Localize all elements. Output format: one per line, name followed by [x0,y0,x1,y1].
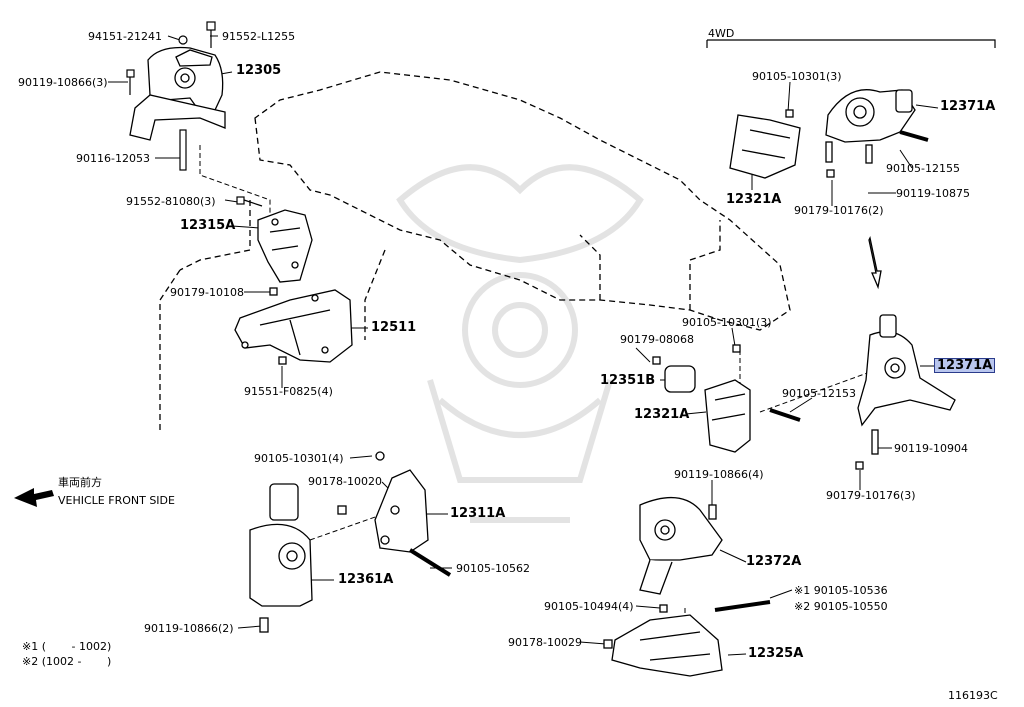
direction-label-en: VEHICLE FRONT SIDE [58,494,175,507]
label-90105-10301-3-top: 90105-10301(3) [752,70,842,83]
label-90105-12155: 90105-12155 [886,162,960,175]
label-12321A-top[interactable]: 12321A [726,192,782,207]
part-12511-bracket [234,289,353,365]
part-12351B-and-12321A [652,344,801,453]
label-12305[interactable]: 12305 [236,63,282,78]
label-12511[interactable]: 12511 [371,320,417,335]
label-90119-10866-3: 90119-10866(3) [18,76,108,89]
left-arrow-icon [14,488,54,507]
part-12315A-bracket [257,209,313,296]
label-12321A-mid[interactable]: 12321A [634,407,690,422]
part-12371A-lower-mount [855,314,956,470]
label-12371A-highlighted[interactable]: 12371A [934,358,996,373]
label-94151-21241: 94151-21241 [88,30,162,43]
part-12321A-top-bracket [729,109,801,179]
part-12371A-top-mount [825,89,929,178]
label-12361A[interactable]: 12361A [338,572,394,587]
label-90105-10536: ※1 90105-10536 [794,584,888,597]
label-90119-10875: 90119-10875 [896,187,970,200]
label-90105-10301-3-mid: 90105-10301(3) [682,316,772,329]
label-90179-10176-2: 90179-10176(2) [794,204,884,217]
bolt-icons-top-left [126,21,263,207]
note-2: ※2 (1002 - ) [22,655,112,668]
group-4wd-label: 4WD [708,27,735,40]
label-91552-81080-3: 91552-81080(3) [126,195,216,208]
label-90105-10301-4: 90105-10301(4) [254,452,344,465]
label-91551-F0825-4: 91551-F0825(4) [244,385,333,398]
label-90179-10176-3: 90179-10176(3) [826,489,916,502]
label-12371A-top[interactable]: 12371A [940,99,996,114]
group-bracket-4wd [706,39,996,48]
down-arrow-icon [868,236,882,290]
part-12361A-mount [249,483,313,633]
diagram-id: 116193C [948,689,998,702]
label-90178-10020: 90178-10020 [308,475,382,488]
label-90119-10866-2: 90119-10866(2) [144,622,234,635]
note-1: ※1 ( - 1002) [22,640,112,653]
label-12351B[interactable]: 12351B [600,373,656,388]
label-90179-10108: 90179-10108 [170,286,244,299]
label-91552-L1255: 91552-L1255 [222,30,296,43]
label-12372A[interactable]: 12372A [746,554,802,569]
label-12325A[interactable]: 12325A [748,646,804,661]
direction-label-jp: 車両前方 [58,476,102,489]
part-12325A-bracket [603,600,771,677]
part-12311A-bracket [337,451,452,577]
label-90105-10550: ※2 90105-10550 [794,600,888,613]
label-90116-12053: 90116-12053 [76,152,150,165]
part-12372A-mount [639,496,723,595]
label-90119-10866-4: 90119-10866(4) [674,468,764,481]
label-90179-08068: 90179-08068 [620,333,694,346]
label-12311A[interactable]: 12311A [450,506,506,521]
part-12305-mount [129,46,226,141]
label-90105-12153: 90105-12153 [782,387,856,400]
engine-outline [159,71,791,430]
label-90178-10029: 90178-10029 [508,636,582,649]
label-90105-10562: 90105-10562 [456,562,530,575]
watermark-emblem [396,164,644,523]
label-90119-10904: 90119-10904 [894,442,968,455]
label-12315A[interactable]: 12315A [180,218,236,233]
label-90105-10494-4: 90105-10494(4) [544,600,634,613]
